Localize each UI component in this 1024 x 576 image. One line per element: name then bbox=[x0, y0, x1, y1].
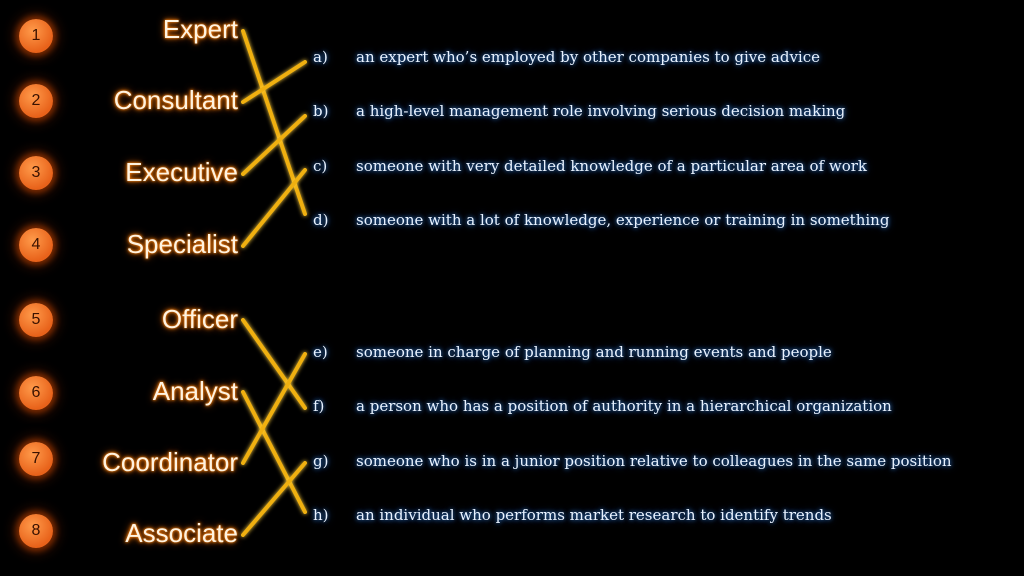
term-expert[interactable]: Expert bbox=[162, 14, 238, 44]
option-letter-b: b) bbox=[313, 102, 329, 120]
connector-executive-b bbox=[241, 114, 307, 176]
term-executive[interactable]: Executive bbox=[125, 157, 238, 187]
connector-expert-d bbox=[241, 29, 307, 216]
definition-g[interactable]: someone who is in a junior position rela… bbox=[356, 452, 952, 470]
number-badge-1: 1 bbox=[19, 19, 53, 53]
term-analyst[interactable]: Analyst bbox=[152, 376, 238, 406]
term-coordinator[interactable]: Coordinator bbox=[102, 447, 238, 477]
number-badge-7: 7 bbox=[19, 442, 53, 476]
connector-officer-f bbox=[241, 318, 307, 410]
option-letter-a: a) bbox=[313, 48, 328, 66]
number-badge-5: 5 bbox=[19, 303, 53, 337]
definition-d[interactable]: someone with a lot of knowledge, experie… bbox=[356, 211, 890, 229]
definition-f[interactable]: a person who has a position of authority… bbox=[356, 397, 892, 415]
connector-associate-g bbox=[241, 461, 307, 537]
number-badge-4: 4 bbox=[19, 228, 53, 262]
number-badge-8: 8 bbox=[19, 514, 53, 548]
number-badge-3: 3 bbox=[19, 156, 53, 190]
definition-c[interactable]: someone with very detailed knowledge of … bbox=[356, 157, 867, 175]
option-letter-c: c) bbox=[313, 157, 328, 175]
connector-analyst-h bbox=[241, 390, 307, 514]
definition-e[interactable]: someone in charge of planning and runnin… bbox=[356, 343, 832, 361]
number-badge-6: 6 bbox=[19, 376, 53, 410]
number-badge-2: 2 bbox=[19, 84, 53, 118]
term-consultant[interactable]: Consultant bbox=[113, 85, 238, 115]
option-letter-d: d) bbox=[313, 211, 329, 229]
connector-specialist-c bbox=[241, 168, 307, 248]
connector-consultant-a bbox=[241, 60, 307, 104]
term-associate[interactable]: Associate bbox=[125, 518, 238, 548]
option-letter-h: h) bbox=[313, 506, 329, 524]
option-letter-g: g) bbox=[313, 452, 329, 470]
connector-coordinator-e bbox=[241, 352, 307, 465]
definition-h[interactable]: an individual who performs market resear… bbox=[356, 506, 832, 524]
definition-a[interactable]: an expert who’s employed by other compan… bbox=[356, 48, 820, 66]
definition-b[interactable]: a high-level management role involving s… bbox=[356, 102, 846, 120]
term-specialist[interactable]: Specialist bbox=[126, 229, 238, 259]
term-officer[interactable]: Officer bbox=[161, 304, 238, 334]
option-letter-e: e) bbox=[313, 343, 328, 361]
option-letter-f: f) bbox=[313, 397, 325, 415]
